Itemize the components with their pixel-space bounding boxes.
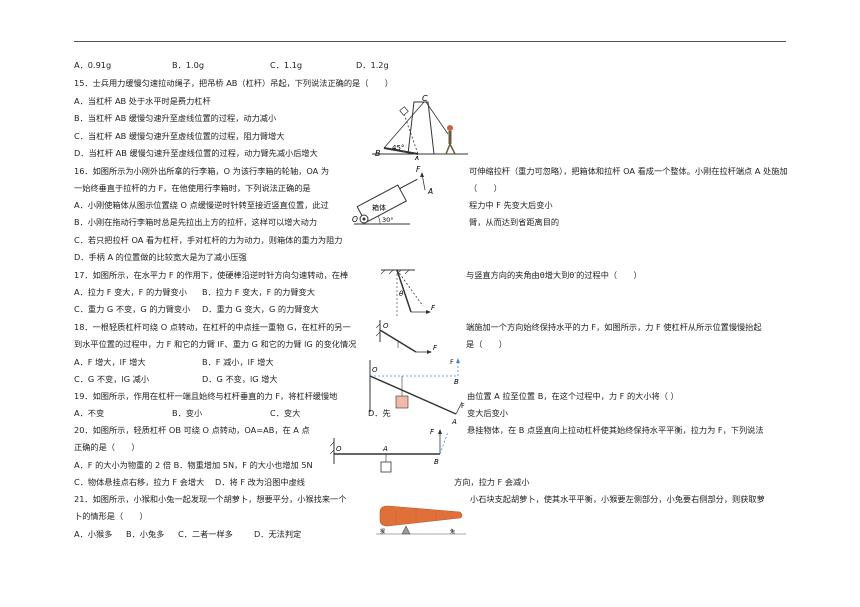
q18-stem-2a: 到水平位置的过程中，力 F 和它的力臂 lF、重力 G 和它的力臂 lG 的变化…	[74, 339, 357, 349]
q17-options-cd: C．重力 G 不变，G 的力臂变小 D．重力 G 变大，G 的力臂变大	[74, 304, 319, 315]
q16-option-b-1[interactable]: B．小刚在拖动行李箱时总是先拉出上方的拉杆，这样可以增大动力	[74, 217, 318, 227]
q20-lever-figure: O A B F	[330, 428, 449, 473]
q18-options-cd: C．G 不变，lG 减小 D．G 不变，lG 增大	[74, 374, 278, 385]
q18-options-ab: A．F 增大，lF 增大 B．F 减小，lF 增大	[74, 357, 274, 368]
q20-weight-box	[380, 461, 392, 473]
q17-option-b[interactable]: B．拉力 F 变大，F 的力臂变大	[202, 287, 315, 297]
q18-option-b[interactable]: B．F 减小，lF 增大	[202, 357, 274, 367]
q15-option-b[interactable]: B．当杠杆 AB 缓慢匀速升至虚线位置的过程，动力减小	[74, 113, 277, 123]
q21-option-a[interactable]: A．小猴多	[74, 529, 113, 539]
q17-stem-b: 与竖直方向的夹角由θ增大到θ′的过程中（ ）	[466, 270, 642, 280]
q14-option-d[interactable]: D．1.2g	[356, 60, 389, 70]
q18-stem-2b: 是（ ）	[466, 339, 507, 349]
q14-option-a[interactable]: A．0.91g	[74, 60, 112, 70]
q15-stem: 15．士兵用力缓慢匀速拉动绳子，把吊桥 AB（杠杆）吊起，下列说法正确的是（ ）	[74, 78, 393, 88]
q15-label-c: C	[422, 94, 428, 103]
soldier-icon	[447, 125, 453, 131]
q18-label-o: O	[383, 322, 389, 330]
q17-options-ab: A．拉力 F 变大，F 的力臂变小 B．拉力 F 变大，F 的力臂变大	[74, 287, 315, 298]
q18-option-d[interactable]: D．G 不变，lG 增大	[202, 374, 278, 384]
q19-label-f-top: F	[450, 358, 454, 366]
q14-option-c[interactable]: C．1.1g	[270, 60, 303, 70]
q20-options-cd-a[interactable]: C．物体悬挂点右移，拉力 F 会增大 D．将 F 改为沿图中虚线	[74, 477, 305, 487]
q18-option-a[interactable]: A．F 增大，lF 增大	[74, 357, 146, 367]
q21-option-d[interactable]: D．无法判定	[254, 529, 302, 539]
q21-options: A．小猴多 B．小兔多 C．二者一样多 D．无法判定	[74, 529, 301, 540]
q14-option-b[interactable]: B．1.0g	[172, 60, 205, 70]
q19-option-c[interactable]: C．变大	[270, 408, 301, 418]
q21-stem-b: 小石块支起胡萝卜，使其水平平衡，小猴要左侧部分，小兔要右侧部分，则获取萝	[470, 494, 765, 504]
q21-stem-2: 卜的情形是（ ）	[74, 511, 148, 521]
header-rule	[74, 41, 786, 42]
q15-label-b: B	[375, 149, 381, 158]
carrot-icon	[379, 505, 463, 527]
q17-label-f: F	[431, 304, 436, 312]
q19-stem-b: 由位置 A 拉至位置 B，在这个过程中，力 F 的大小将（ ）	[467, 391, 679, 401]
q20-label-a: A	[382, 445, 388, 453]
q15-option-c[interactable]: C．当杠杆 AB 缓慢匀速升至虚线位置的过程，阻力臂增大	[74, 131, 285, 141]
q16-option-c[interactable]: C．若只把拉杆 OA 看为杠杆，手对杠杆的力为动力，则箱体的重力为阻力	[74, 235, 343, 245]
q16-stem-2b: （ ）	[469, 183, 502, 193]
q21-stem-a: 21．如图所示，小猴和小兔一起发现一个胡萝卜，想要平分，小猴找来一个	[74, 494, 347, 504]
q14-options: A．0.91g B．1.0g C．1.1g D．1.2g	[74, 60, 389, 71]
q20-label-o: O	[336, 445, 342, 453]
q21-carrot-figure: 猴 兔	[376, 505, 466, 535]
q21-label-monkey: 猴	[380, 528, 385, 535]
q19-label-b: B	[454, 378, 459, 386]
q20-label-f: F	[430, 428, 435, 436]
q19-lever-figure: O B A F F	[369, 358, 465, 426]
q16-option-a-1[interactable]: A．小刚使箱体从图示位置绕 O 点缓慢逆时针转至接近竖直位置，此过	[74, 200, 329, 210]
q19-option-a[interactable]: A．不变	[74, 408, 105, 418]
q16-stem-2a: 一始终垂直于拉杆的力 F，在他使用行李箱时，下列说法正确的是	[74, 183, 311, 193]
q16-angle-label: 30°	[382, 216, 394, 224]
q16-option-b-2: 臂，从而达到省距离目的	[469, 217, 560, 227]
q19-option-b[interactable]: B．变小	[172, 408, 203, 418]
q20-stem-b: 悬挂物体，在 B 点竖直向上拉动杠杆使其始终保持水平平衡，拉力为 F，下列说法	[467, 425, 764, 435]
q19-label-a: A	[451, 418, 457, 426]
q16-label-o: O	[352, 215, 358, 224]
q15-option-d[interactable]: D．当杠杆 AB 缓慢匀速升至虚线位置的过程，动力臂先减小后增大	[74, 148, 318, 158]
q18-option-c[interactable]: C．G 不变，lG 减小	[74, 374, 150, 384]
q16-label-a: A	[427, 187, 433, 196]
q19-option-d-tail: 变大后变小	[467, 408, 508, 418]
q18-lever-figure: O F	[376, 320, 438, 354]
q15-option-a[interactable]: A．当杠杆 AB 处于水平时是费力杠杆	[74, 96, 211, 106]
q16-label-f: F	[416, 165, 421, 174]
q18-stem-b: 端施加一个方向始终保持水平的力 F，如图所示，力 F 使杠杆从所示位置慢慢抬起	[466, 322, 762, 332]
q16-option-d[interactable]: D．手柄 A 的位置做的比较宽大是为了减小压强	[74, 252, 247, 262]
q17-label-theta: θ	[399, 290, 404, 298]
q18-stem-a: 18．一根轻质杠杆可绕 O 点转动，在杠杆的中点挂一重物 G，在杠杆的另一	[74, 322, 351, 332]
q17-option-a[interactable]: A．拉力 F 变大，F 的力臂变小	[74, 287, 187, 297]
q17-rod-figure: θ F	[380, 269, 436, 316]
q15-angle-label: 45°	[392, 144, 404, 152]
q19-label-f-bottom: F	[461, 402, 465, 410]
q21-option-c[interactable]: C．二者一样多	[178, 529, 233, 539]
q17-stem-a: 17．如图所示，在水平力 F 的作用下，使硬棒沿逆时针方向匀速转动，在棒	[74, 270, 349, 280]
q18-label-f: F	[433, 344, 438, 352]
q20-stem-2: 正确的是（ ）	[74, 442, 140, 452]
q15-drawbridge-figure: C B A 45°	[372, 94, 468, 160]
q19-label-o: O	[372, 366, 378, 374]
q20-options-cd-b: 方向，拉力 F 会减小	[454, 477, 530, 487]
q19-options: A．不变 B．变小 C．变大 D．先	[74, 408, 391, 419]
q16-label-box: 箱体	[372, 203, 386, 212]
q20-label-b: B	[434, 458, 439, 466]
q16-stem-1b: 可伸缩拉杆（重力可忽略），把箱体和拉杆 OA 看成一个整体。小刚在拉杆端点 A …	[469, 166, 788, 176]
q19-weight-box	[395, 395, 409, 409]
q19-option-d[interactable]: D．先	[368, 408, 391, 418]
q17-option-d[interactable]: D．重力 G 变大，G 的力臂变大	[202, 304, 319, 314]
q20-stem-a: 20．如图所示，轻质杠杆 OB 可绕 O 点转动，OA=AB，在 A 点	[74, 425, 310, 435]
q16-suitcase-figure: 箱体 O A F 30°	[352, 165, 433, 225]
q20-options-ab[interactable]: A．F 的大小为物重的 2 倍 B．物重增加 5N，F 的大小也增加 5N	[74, 460, 313, 470]
q16-option-a-2: 程力中 F 先变大后变小	[469, 200, 553, 210]
q16-stem-1a: 16．如图所示为小刚外出所拿的行李箱，O 为该行李箱的轮轴，OA 为	[74, 166, 330, 176]
q19-stem-a: 19．如图所示，作用在杠杆一端且始终与杠杆垂直的力 F，将杠杆缓慢地	[74, 391, 338, 401]
q21-label-rabbit: 兔	[450, 528, 455, 535]
q21-option-b[interactable]: B．小兔多	[126, 529, 165, 539]
stone-icon	[401, 525, 411, 535]
q15-label-a: A	[413, 155, 419, 160]
q17-option-c[interactable]: C．重力 G 不变，G 的力臂变小	[74, 304, 191, 314]
